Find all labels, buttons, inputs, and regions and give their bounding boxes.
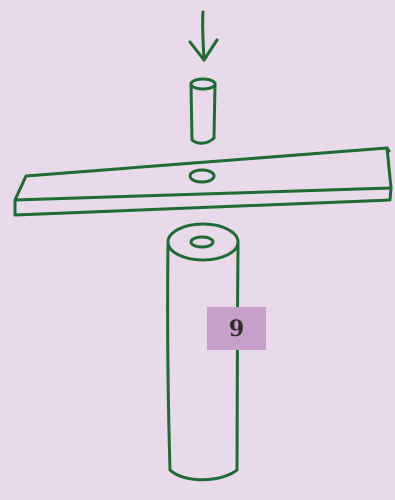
figure-number-badge: 9	[207, 307, 266, 350]
large-cylinder	[166, 222, 240, 482]
flat-board	[13, 146, 393, 217]
arrow-down-icon	[188, 10, 219, 62]
board-hole	[188, 168, 216, 184]
figure-number: 9	[228, 315, 245, 342]
small-dowel	[189, 77, 217, 145]
cylinder-hole	[189, 235, 215, 249]
